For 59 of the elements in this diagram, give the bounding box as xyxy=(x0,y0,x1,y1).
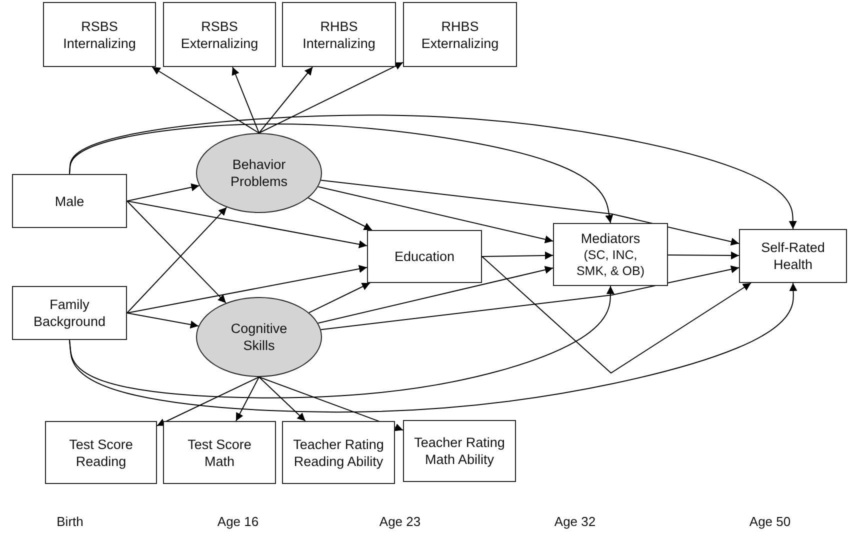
arrow xyxy=(69,124,614,224)
node-label: Mediators xyxy=(580,230,640,247)
arrow xyxy=(156,376,260,426)
arrow xyxy=(308,197,372,230)
arrow xyxy=(126,264,368,314)
variable-box xyxy=(12,174,127,228)
node-label: Behavior Problems xyxy=(229,156,289,190)
node-label: Cognitive Skills xyxy=(230,320,288,354)
arrow xyxy=(152,66,260,134)
arrow xyxy=(320,180,740,246)
arrow xyxy=(668,252,740,260)
node-label: RSBS Externalizing xyxy=(180,18,260,52)
arrow xyxy=(258,376,404,432)
arrow xyxy=(482,252,554,260)
node-label: Test Score Reading xyxy=(68,436,134,470)
variable-box xyxy=(282,2,396,67)
arrow xyxy=(69,286,614,398)
arrow xyxy=(232,66,260,134)
node-label: RHBS Externalizing xyxy=(420,18,500,52)
arrow xyxy=(235,376,260,422)
node-label: RHBS Internalizing xyxy=(302,18,376,52)
variable-box xyxy=(739,229,847,283)
arrow xyxy=(482,256,752,374)
variable-box xyxy=(163,2,276,67)
node-label: RSBS Internalizing xyxy=(62,18,137,52)
variable-box xyxy=(43,2,156,67)
arrow xyxy=(126,200,368,248)
node-label: Teacher Rating Math Ability xyxy=(413,434,506,468)
time-point-label: Age 32 xyxy=(554,514,596,529)
node-subtext: (SC, INC, SMK, & OB) xyxy=(575,247,646,279)
arrow xyxy=(308,282,371,314)
variable-box xyxy=(282,421,395,484)
node-label: Teacher Rating Reading Ability xyxy=(292,436,385,470)
variable-box xyxy=(45,421,157,484)
arrow xyxy=(258,62,404,134)
variable-box xyxy=(367,230,482,283)
time-point-label: Birth xyxy=(56,514,84,529)
arrow xyxy=(318,266,554,324)
node-label: Education xyxy=(394,248,455,265)
node-label: Family Background xyxy=(32,296,107,330)
arrow xyxy=(318,186,554,244)
time-point-label: Age 16 xyxy=(217,514,259,529)
variable-box xyxy=(403,420,516,482)
time-point-label: Age 50 xyxy=(749,514,791,529)
arrow xyxy=(258,66,314,134)
time-point-label: Age 23 xyxy=(379,514,421,529)
variable-box xyxy=(163,421,276,484)
variable-box xyxy=(403,2,517,67)
arrow xyxy=(320,265,740,330)
node-label: Self-Rated Health xyxy=(760,239,826,273)
node-label: Test Score Math xyxy=(186,436,252,470)
node-label: Male xyxy=(54,192,84,210)
arrow xyxy=(126,312,199,328)
arrow xyxy=(258,376,306,422)
arrow xyxy=(69,282,798,412)
arrow xyxy=(69,114,797,230)
variable-box xyxy=(553,223,668,286)
variable-box xyxy=(12,286,127,340)
arrow xyxy=(126,183,200,202)
